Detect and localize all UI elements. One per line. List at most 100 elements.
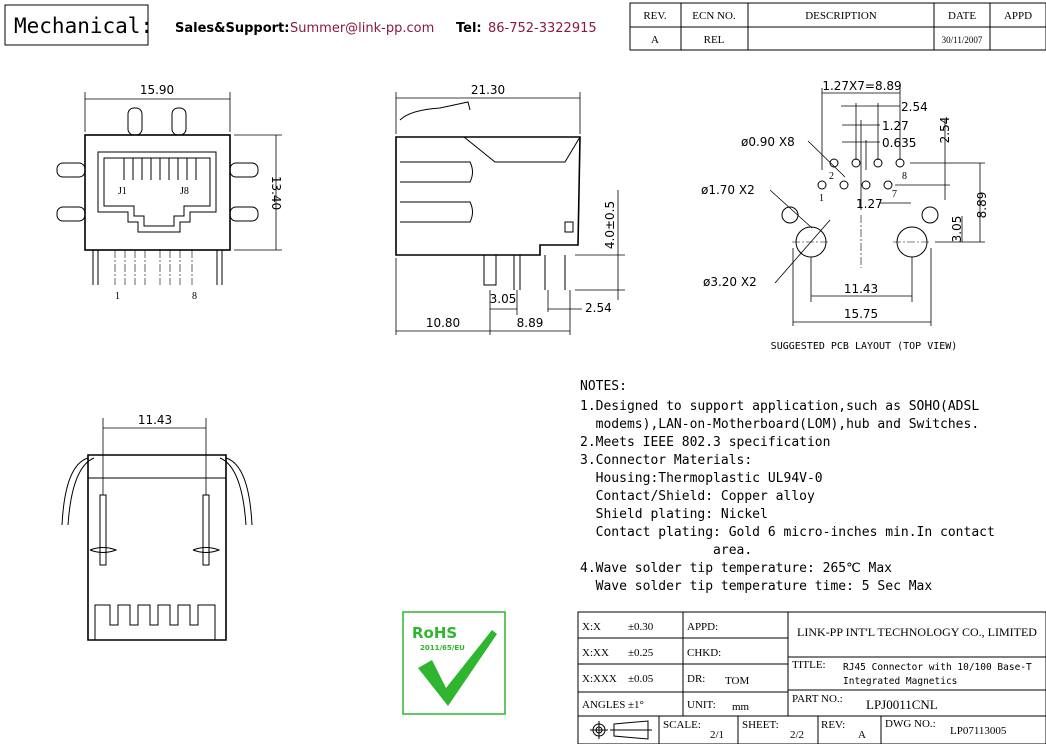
rohs-directive: 2011/65/EU (420, 644, 465, 652)
bottom-view: 11.43 (61, 413, 253, 641)
part-number: LPJ0011CNL (866, 697, 938, 712)
note-line: Wave solder tip temperature time: 5 Sec … (580, 579, 932, 594)
date-header: DATE (948, 10, 976, 22)
notes-heading: NOTES: (580, 379, 627, 394)
front-width-dim: 15.90 (140, 83, 174, 97)
notes: NOTES: 1.Designed to support application… (580, 379, 995, 594)
part-label: PART NO.: (792, 693, 843, 705)
pcb-dim-1143: 11.43 (844, 282, 878, 296)
rohs-logo: RoHS 2011/65/EU (402, 611, 506, 715)
note-line: modems),LAN-on-Motherboard(LOM),hub and … (580, 417, 979, 432)
tol-xx-value: ±0.25 (628, 647, 654, 659)
rev-header: REV. (643, 10, 667, 22)
pcb-dim-254-side: 2.54 (938, 117, 952, 144)
front-pin-8: 8 (192, 291, 197, 302)
revision-table: REV. ECN NO. DESCRIPTION DATE APPD A REL… (629, 2, 1046, 51)
projection-symbol-icon (590, 720, 652, 740)
pcb-hole-090: ø0.90 X8 (741, 135, 795, 149)
rohs-text: RoHS (412, 624, 457, 642)
pcb-dim-127-mid: 1.27 (856, 197, 883, 211)
section-label: Mechanical: (14, 14, 153, 38)
note-line: 1.Designed to support application,such a… (580, 399, 979, 414)
pcb-dim-305-side: 3.05 (950, 216, 964, 243)
company-name: LINK-PP INT'L TECHNOLOGY CO., LIMITED (797, 625, 1037, 639)
tol-xx-label: X:XX (582, 647, 609, 659)
tel-label: Tel: (456, 21, 482, 36)
tel-number: 86-752-3322915 (488, 21, 597, 36)
title-line-2: Integrated Magnetics (843, 676, 957, 687)
rev-value: A (858, 729, 866, 741)
pcb-pin-7: 7 (892, 189, 897, 200)
front-pin-1: 1 (115, 291, 120, 302)
pcb-dim-1575: 15.75 (844, 307, 878, 321)
side-length-dim: 21.30 (471, 83, 505, 97)
ecn-cell: REL (704, 34, 725, 46)
pcb-pin-1: 1 (819, 193, 824, 204)
side-dim-1080: 10.80 (426, 316, 460, 330)
side-dim-305: 3.05 (490, 292, 517, 306)
appd-label: APPD: (687, 621, 718, 633)
note-line: Contact/Shield: Copper alloy (580, 489, 815, 504)
note-line: 3.Connector Materials: (580, 453, 752, 468)
checkmark-icon (418, 630, 497, 706)
scale-value: 2/1 (710, 729, 724, 741)
sheet-label: SHEET: (742, 719, 779, 731)
side-view: 21.30 4.0±0.5 3.05 2.54 10.80 8.89 (395, 83, 625, 335)
sales-email-link[interactable]: Summer@link-pp.com (290, 21, 434, 36)
title-block: X:X ±0.30 X:XX ±0.25 X:XXX ±0.05 ANGLES … (577, 611, 1046, 744)
front-height-dim: 13.40 (269, 176, 283, 210)
angles-label: ANGLES (582, 699, 625, 711)
unit-value: mm (732, 701, 750, 713)
pcb-hole-170: ø1.70 X2 (701, 183, 755, 197)
note-line: 4.Wave solder tip temperature: 265℃ Max (580, 561, 892, 576)
unit-label: UNIT: (687, 699, 716, 711)
scale-label: SCALE: (663, 719, 701, 731)
pcb-dim-0635: 0.635 (882, 136, 916, 150)
side-height-dim: 4.0±0.5 (603, 201, 617, 249)
dwg-label: DWG NO.: (885, 718, 936, 730)
description-header: DESCRIPTION (805, 10, 877, 22)
pcb-layout: 1.27X7=8.89 2.54 1.27 0.635 2 8 1 7 ø0.9… (701, 79, 989, 352)
angles-value: ±1° (628, 699, 644, 711)
pcb-hole-320: ø3.20 X2 (703, 275, 757, 289)
note-line: Shield plating: Nickel (580, 507, 768, 522)
note-line: 2.Meets IEEE 802.3 specification (580, 435, 830, 450)
tol-xxx-label: X:XXX (582, 673, 617, 685)
front-view: J1 J8 1 8 15.90 13.40 (56, 83, 283, 302)
title-label: TITLE: (792, 659, 826, 671)
title-line-1: RJ45 Connector with 10/100 Base-T (843, 662, 1032, 673)
pcb-dim-127-top: 1.27 (882, 119, 909, 133)
pcb-caption: SUGGESTED PCB LAYOUT (TOP VIEW) (771, 341, 958, 352)
rev-cell: A (651, 34, 659, 46)
section-label-box (4, 4, 149, 46)
front-j1-label: J1 (118, 186, 127, 197)
pcb-signal-holes (817, 158, 905, 190)
ecn-header: ECN NO. (692, 10, 736, 22)
front-j8-label: J8 (180, 186, 189, 197)
pcb-pitch-dim: 1.27X7=8.89 (822, 79, 901, 93)
dwg-number: LP07113005 (950, 725, 1007, 737)
side-dim-254: 2.54 (585, 301, 612, 315)
dr-value: TOM (725, 675, 749, 687)
note-line: Contact plating: Gold 6 micro-inches min… (580, 525, 995, 540)
pcb-dim-889-side: 8.89 (975, 192, 989, 219)
chkd-label: CHKD: (687, 647, 721, 659)
sales-label: Sales&Support: (175, 21, 289, 36)
dr-label: DR: (687, 673, 705, 685)
note-line: Housing:Thermoplastic UL94V-0 (580, 471, 823, 486)
bottom-width-dim: 11.43 (138, 413, 172, 427)
date-cell: 30/11/2007 (942, 35, 983, 45)
side-dim-889: 8.89 (517, 316, 544, 330)
pcb-pin-2: 2 (829, 171, 834, 182)
pcb-pin-8: 8 (902, 171, 907, 182)
sheet-value: 2/2 (790, 729, 804, 741)
note-line: area. (580, 543, 752, 558)
tol-x-value: ±0.30 (628, 621, 654, 633)
appd-header: APPD (1004, 10, 1032, 22)
header: Mechanical: Sales&Support: Summer@link-p… (4, 4, 597, 46)
pcb-dim-254-top: 2.54 (901, 100, 928, 114)
rev-label: REV: (821, 719, 845, 731)
tol-x-label: X:X (582, 621, 601, 633)
tol-xxx-value: ±0.05 (628, 673, 654, 685)
